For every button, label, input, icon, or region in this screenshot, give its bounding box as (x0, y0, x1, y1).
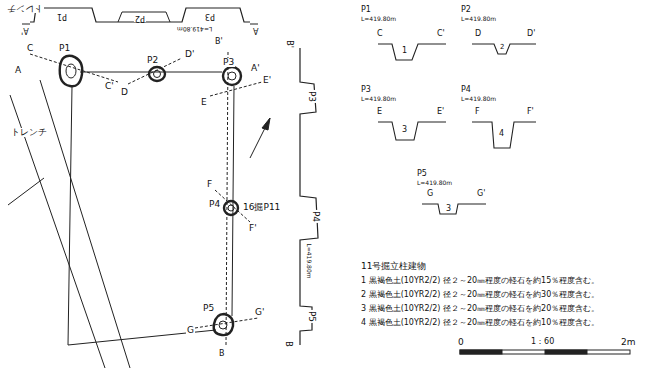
drawing-label: F' (526, 108, 535, 116)
drawing-label: L=419.80m (176, 26, 213, 32)
drawing-label: G' (476, 190, 486, 198)
drawing-label: L=419.80m (360, 16, 397, 22)
drawing-label: P2 (134, 14, 146, 22)
drawing-label: L=419.80m (360, 96, 397, 102)
drawing-label: P2 (146, 56, 159, 65)
drawing-label: F (206, 180, 213, 189)
drawing-label: E' (436, 108, 445, 116)
drawing-label: A' (250, 64, 261, 73)
drawing-label: A (14, 66, 22, 75)
drawing-label: P1 (360, 6, 372, 14)
drawing-label: トレンチ (6, 4, 44, 13)
drawing-label: 1：60 (530, 338, 555, 346)
drawing-label: P1 (56, 12, 68, 20)
drawing-label: L=419.80m (306, 242, 312, 279)
drawing-label: L=419.80m (416, 180, 453, 186)
drawing-label: P5 (416, 170, 428, 178)
drawing-label: P2 (460, 6, 472, 14)
drawing-label: P4 (208, 200, 221, 209)
drawing-label: 2 (499, 44, 505, 51)
drawing-label: P4 (311, 210, 320, 223)
drawing-label: D' (526, 30, 536, 38)
drawing-label: C' (104, 82, 115, 91)
drawing-label: L=419.80m (460, 96, 497, 102)
drawing-label: P5 (202, 304, 215, 313)
drawing-label: E (376, 108, 383, 116)
drawing-label: L=419.80m (460, 16, 497, 22)
drawing-label: C' (436, 30, 446, 38)
drawing-label: E (200, 98, 208, 107)
drawing-label: 16掘P11 (242, 203, 281, 212)
drawing-label: P4 (460, 86, 472, 94)
drawing-label: P5 (307, 310, 316, 323)
drawing-label: B' (214, 38, 224, 46)
drawing-label: 3 (445, 205, 452, 213)
drawing-label: 1 (401, 47, 408, 55)
drawing-label: B (284, 340, 292, 348)
drawing-label: 3 (401, 126, 408, 134)
drawing-label: E' (262, 76, 272, 85)
drawing-label: G (186, 326, 195, 335)
notes-title: 11号掘立柱建物 (360, 262, 427, 271)
drawing-label: C (376, 30, 384, 38)
drawing-label: 4 黒褐色土(10YR2/2) 径２～20㎜程度の軽石を約10％程度含む。 (360, 319, 600, 327)
drawing-label: 1 黒褐色土(10YR2/2) 径２～20㎜程度の軽石を約15％程度含む。 (360, 277, 600, 285)
drawing-label: 3 黒褐色土(10YR2/2) 径２～20㎜程度の軽石を約20％程度含む。 (360, 305, 600, 313)
drawing-label: P3 (307, 90, 316, 103)
drawing-label: B' (285, 39, 293, 49)
drawing-label: D (474, 30, 482, 38)
drawing-label: 0 (457, 338, 465, 347)
drawing-label: 4 (498, 130, 505, 138)
drawing-label: C (26, 44, 34, 53)
drawing-label: D (120, 88, 129, 97)
drawing-label: G (426, 190, 434, 198)
drawing-label: P1 (58, 44, 71, 53)
drawing-label: D' (184, 50, 195, 59)
drawing-label: A' (20, 26, 30, 34)
drawing-label: F' (248, 224, 258, 233)
drawing-label: 2m (620, 338, 637, 347)
drawing-label: トレンチ (10, 128, 48, 137)
drawing-label: A (252, 26, 259, 34)
drawing-label: 2 黒褐色土(10YR2/2) 径２～20㎜程度の軽石を約30％程度含む。 (360, 291, 600, 299)
drawing-label: G' (254, 308, 265, 317)
drawing-label: F (474, 108, 481, 116)
drawing-label: B (218, 350, 226, 358)
drawing-label: P3 (204, 12, 216, 20)
drawing-label: P3 (360, 86, 372, 94)
drawing-label: P3 (222, 58, 235, 67)
